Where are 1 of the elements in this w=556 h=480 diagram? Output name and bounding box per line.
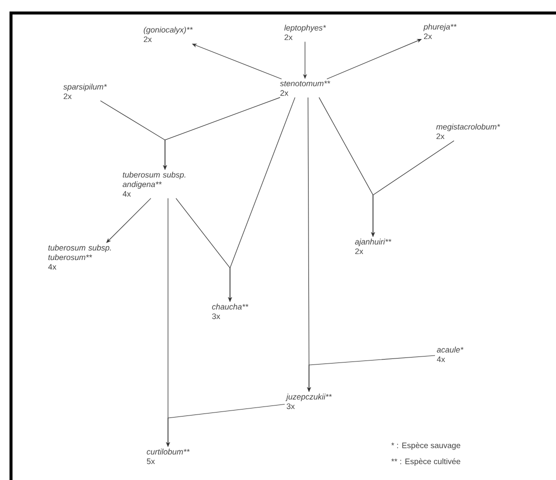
- arrow: [106, 198, 152, 243]
